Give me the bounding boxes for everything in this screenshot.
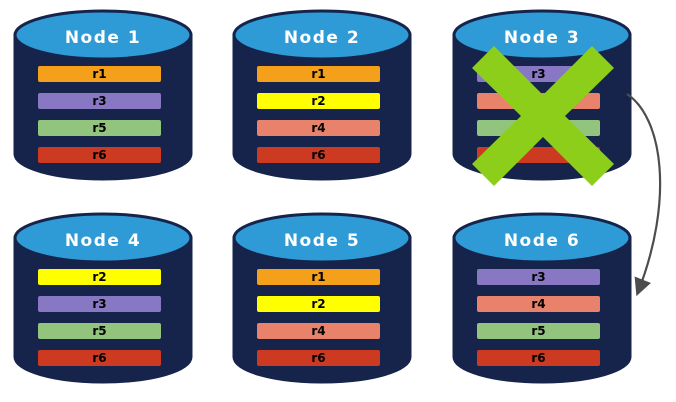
replica-bar[interactable]: r6 xyxy=(477,350,600,366)
replica-bar[interactable]: r4 xyxy=(257,120,380,136)
replica-bar[interactable]: r3 xyxy=(38,296,161,312)
replica-bar[interactable] xyxy=(477,93,600,109)
replica-bar[interactable]: r5 xyxy=(477,323,600,339)
replica-bar[interactable]: r4 xyxy=(477,296,600,312)
replica-list-2: r1 r2 r4 r6 xyxy=(257,66,380,163)
replica-bar[interactable]: r1 xyxy=(257,66,380,82)
replica-bar[interactable]: r6 xyxy=(257,350,380,366)
replica-bar[interactable]: r5 xyxy=(38,120,161,136)
replica-bar[interactable]: r6 xyxy=(38,147,161,163)
replica-bar[interactable]: r4 xyxy=(257,323,380,339)
replica-bar[interactable]: r5 xyxy=(38,323,161,339)
replica-bar[interactable] xyxy=(477,147,600,163)
replica-bar[interactable]: r2 xyxy=(38,269,161,285)
node-cylinder-4[interactable]: Node 4 r2 r3 r5 r6 xyxy=(13,211,193,384)
replica-bar[interactable]: r1 xyxy=(38,66,161,82)
replica-list-6: r3 r4 r5 r6 xyxy=(477,269,600,366)
replica-bar[interactable] xyxy=(477,120,600,136)
replica-list-1: r1 r3 r5 r6 xyxy=(38,66,161,163)
node-cylinder-3[interactable]: Node 3 r3 xyxy=(452,8,632,186)
replica-bar[interactable]: r3 xyxy=(38,93,161,109)
replica-bar[interactable]: r3 xyxy=(477,66,600,82)
node-cylinder-6[interactable]: Node 6 r3 r4 r5 r6 xyxy=(452,211,632,384)
node-cylinder-2[interactable]: Node 2 r1 r2 r4 r6 xyxy=(232,8,412,181)
node-cylinder-1[interactable]: Node 1 r1 r3 r5 r6 xyxy=(13,8,193,181)
replica-bar[interactable]: r2 xyxy=(257,93,380,109)
replica-bar[interactable]: r1 xyxy=(257,269,380,285)
replica-bar[interactable]: r3 xyxy=(477,269,600,285)
replica-bar[interactable]: r6 xyxy=(257,147,380,163)
replica-list-5: r1 r2 r4 r6 xyxy=(257,269,380,366)
replica-list-3: r3 xyxy=(477,66,600,163)
replica-bar[interactable]: r6 xyxy=(38,350,161,366)
node-cylinder-5[interactable]: Node 5 r1 r2 r4 r6 xyxy=(232,211,412,384)
replica-list-4: r2 r3 r5 r6 xyxy=(38,269,161,366)
replica-bar[interactable]: r2 xyxy=(257,296,380,312)
